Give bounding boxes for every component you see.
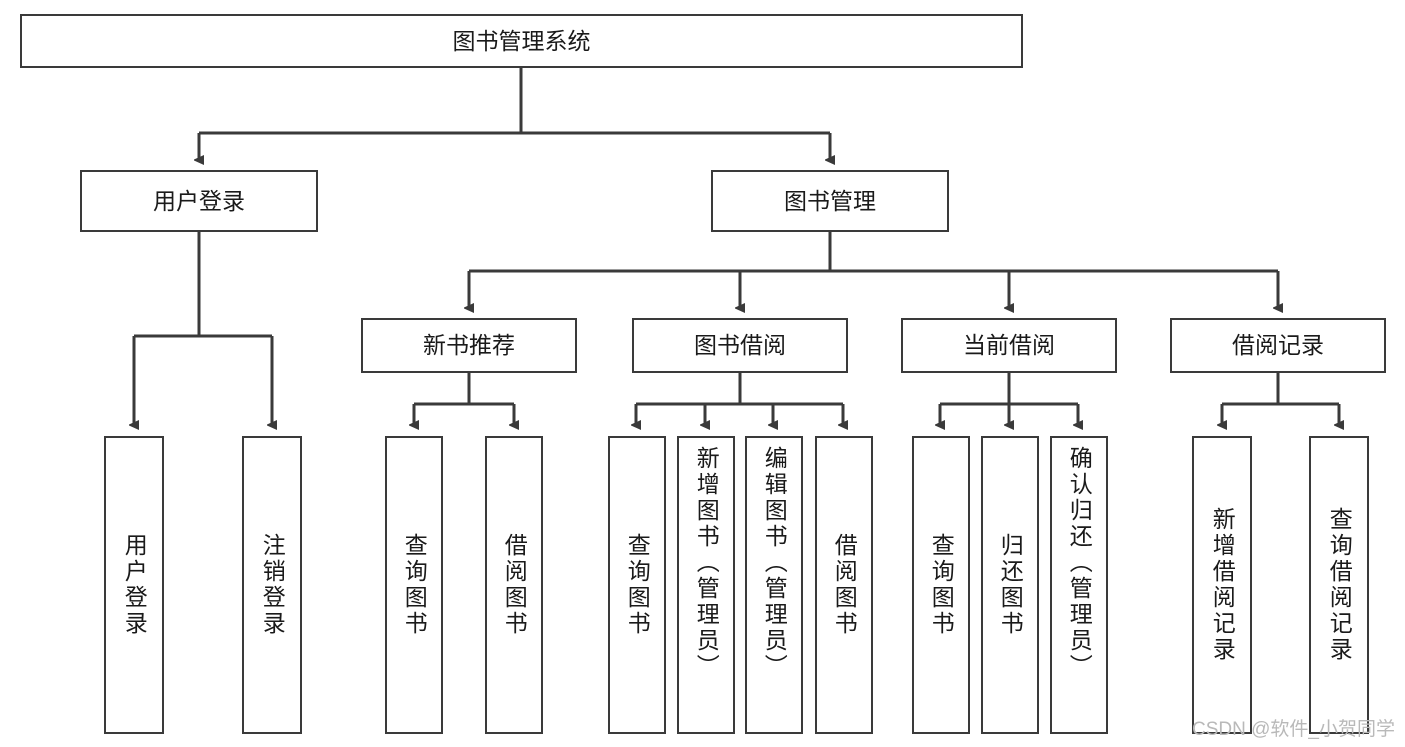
node-label: 查询借阅记录 (1326, 507, 1353, 663)
node-label: 当前借阅 (963, 332, 1055, 359)
node-label: 编辑图书（管理员） (761, 446, 788, 680)
node-user-login[interactable]: 用户登录 (80, 170, 318, 232)
node-book-borrow[interactable]: 图书借阅 (632, 318, 848, 373)
node-label: 查询图书 (624, 533, 651, 637)
node-label: 借阅记录 (1232, 332, 1324, 359)
leaf-borrow-records-add-record[interactable]: 新增借阅记录 (1192, 436, 1252, 734)
leaf-new-book-query-book[interactable]: 查询图书 (385, 436, 443, 734)
node-label: 图书借阅 (694, 332, 786, 359)
node-label: 借阅图书 (831, 533, 858, 637)
node-label: 注销登录 (259, 533, 286, 637)
node-label: 图书管理系统 (452, 27, 591, 54)
node-label: 新增图书（管理员） (693, 446, 720, 680)
node-borrow-records[interactable]: 借阅记录 (1170, 318, 1386, 373)
node-book-management[interactable]: 图书管理 (711, 170, 949, 232)
node-label: 新增借阅记录 (1209, 507, 1236, 663)
leaf-book-borrow-edit-book[interactable]: 编辑图书（管理员） (745, 436, 803, 734)
leaf-current-borrow-query-book[interactable]: 查询图书 (912, 436, 970, 734)
leaf-book-borrow-query-book[interactable]: 查询图书 (608, 436, 666, 734)
node-current-borrow[interactable]: 当前借阅 (901, 318, 1117, 373)
leaf-borrow-records-query-record[interactable]: 查询借阅记录 (1309, 436, 1369, 734)
node-label: 用户登录 (121, 533, 148, 637)
leaf-book-borrow-borrow-book[interactable]: 借阅图书 (815, 436, 873, 734)
leaf-book-borrow-add-book[interactable]: 新增图书（管理员） (677, 436, 735, 734)
leaf-current-borrow-confirm-return[interactable]: 确认归还（管理员） (1050, 436, 1108, 734)
leaf-new-book-borrow-book[interactable]: 借阅图书 (485, 436, 543, 734)
node-label: 用户登录 (153, 187, 245, 214)
node-new-book-recommend[interactable]: 新书推荐 (361, 318, 577, 373)
leaf-current-borrow-return-book[interactable]: 归还图书 (981, 436, 1039, 734)
node-label: 查询图书 (401, 533, 428, 637)
leaf-user-login-login[interactable]: 用户登录 (104, 436, 164, 734)
node-root-system[interactable]: 图书管理系统 (20, 14, 1023, 68)
node-label: 借阅图书 (501, 533, 528, 637)
leaf-user-login-logout[interactable]: 注销登录 (242, 436, 302, 734)
node-label: 归还图书 (997, 533, 1024, 637)
node-label: 新书推荐 (423, 332, 515, 359)
node-label: 确认归还（管理员） (1066, 446, 1093, 680)
node-label: 查询图书 (928, 533, 955, 637)
node-label: 图书管理 (784, 187, 876, 214)
csdn-watermark: CSDN @软件_小贺同学 (1192, 719, 1395, 740)
